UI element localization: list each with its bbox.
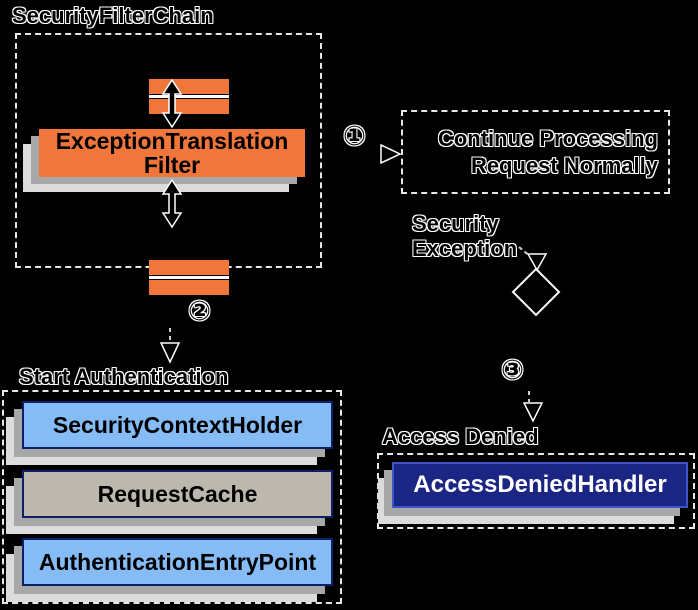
- down-arrowhead-icon: [522, 402, 544, 423]
- exception-translation-filter-stack: ExceptionTranslation Filter: [23, 129, 305, 193]
- request-cache-box: RequestCache: [22, 470, 333, 518]
- filter-name-line2: Filter: [143, 152, 201, 178]
- request-cache-stack: RequestCache: [6, 470, 333, 535]
- step-3-marker: ③: [501, 355, 524, 385]
- filter-bar: [149, 260, 229, 275]
- dashed-connector: [518, 246, 532, 258]
- security-filter-chain-title: SecurityFilterChain: [12, 3, 214, 28]
- right-arrowhead-icon: [380, 143, 402, 165]
- continue-processing-box: Continue Processing Request Normally: [401, 110, 670, 194]
- security-context-holder-stack: SecurityContextHolder: [6, 401, 333, 466]
- continue-line2: Request Normally: [470, 153, 658, 178]
- filter-chain-bottom-filters: [149, 260, 229, 295]
- bidirectional-arrow-icon: [161, 178, 183, 229]
- decision-diamond: [511, 267, 561, 317]
- filter-bar: [149, 280, 229, 295]
- authentication-entry-point-stack: AuthenticationEntryPoint: [6, 538, 333, 603]
- filter-name-line1: ExceptionTranslation: [55, 128, 289, 154]
- security-context-holder-box: SecurityContextHolder: [22, 401, 333, 449]
- filter-bar-separator: [149, 95, 229, 98]
- down-arrowhead-icon: [526, 253, 548, 272]
- authentication-entry-point-box: AuthenticationEntryPoint: [22, 538, 333, 586]
- step-1-marker: ①: [343, 121, 366, 151]
- step-2-marker: ②: [188, 296, 211, 326]
- access-denied-handler-stack: AccessDeniedHandler: [376, 462, 690, 526]
- down-arrowhead-icon: [159, 342, 181, 364]
- security-exception-label: Security Exception: [412, 211, 518, 261]
- filter-bar-separator: [149, 276, 229, 279]
- access-denied-handler-box: AccessDeniedHandler: [392, 462, 688, 508]
- bidirectional-arrow-icon: [161, 78, 183, 129]
- continue-line1: Continue Processing: [437, 126, 658, 151]
- access-denied-label: Access Denied: [382, 424, 539, 449]
- exception-translation-filter-box: ExceptionTranslation Filter: [39, 129, 305, 177]
- start-authentication-label: Start Authentication: [19, 364, 229, 389]
